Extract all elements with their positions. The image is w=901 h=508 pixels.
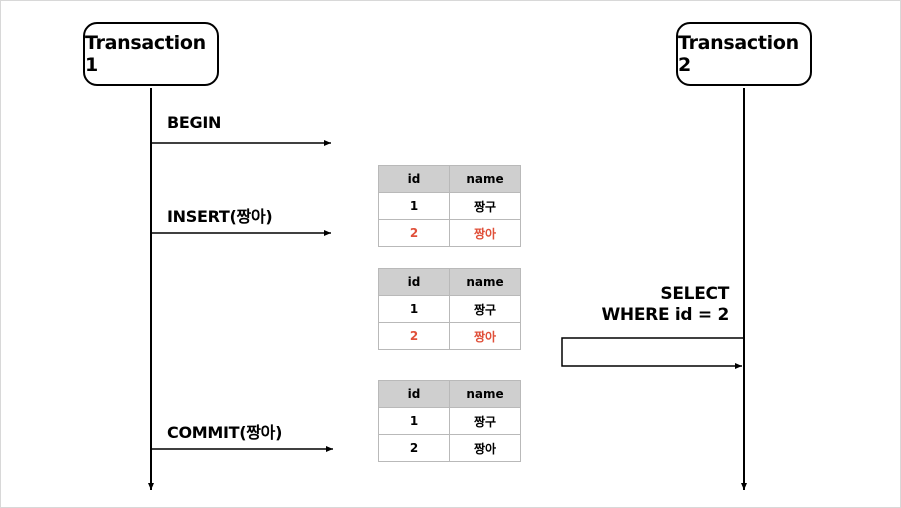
table-header-row: id name: [378, 268, 521, 296]
cell-name: 짱아: [449, 219, 521, 247]
column-header-id: id: [378, 380, 450, 408]
table-row-uncommitted: 2 짱아: [378, 322, 521, 350]
cell-id: 2: [378, 322, 450, 350]
cell-id: 1: [378, 295, 450, 323]
column-header-id: id: [378, 268, 450, 296]
table-row: 1 짱구: [378, 192, 521, 220]
cell-name: 짱아: [449, 322, 521, 350]
table-row: 1 짱구: [378, 407, 521, 435]
select-label-line1: SELECT: [660, 284, 729, 304]
column-header-name: name: [449, 380, 521, 408]
cell-id: 2: [378, 219, 450, 247]
cell-name: 짱구: [449, 295, 521, 323]
select-loop-arrow: [561, 337, 744, 369]
column-header-id: id: [378, 165, 450, 193]
insert-label: INSERT(짱아): [167, 207, 273, 226]
cell-name: 짱구: [449, 192, 521, 220]
commit-label: COMMIT(짱아): [167, 423, 283, 442]
table-row-uncommitted: 2 짱아: [378, 219, 521, 247]
column-header-name: name: [449, 165, 521, 193]
transaction-1-label: Transaction 1: [85, 32, 206, 76]
cell-id: 1: [378, 192, 450, 220]
select-label: SELECT WHERE id = 2: [600, 284, 729, 326]
select-label-line2: WHERE id = 2: [601, 305, 729, 325]
transaction-1-box: Transaction 1: [83, 22, 219, 86]
table-row: 2 짱아: [378, 434, 521, 462]
cell-name: 짱아: [449, 434, 521, 462]
table-row: 1 짱구: [378, 295, 521, 323]
cell-id: 1: [378, 407, 450, 435]
table-after-insert: id name 1 짱구 2 짱아: [378, 165, 521, 247]
cell-name: 짱구: [449, 407, 521, 435]
table-header-row: id name: [378, 165, 521, 193]
begin-label: BEGIN: [167, 113, 222, 132]
table-header-row: id name: [378, 380, 521, 408]
transaction-2-box: Transaction 2: [676, 22, 812, 86]
table-during-select: id name 1 짱구 2 짱아: [378, 268, 521, 350]
cell-id: 2: [378, 434, 450, 462]
transaction-2-label: Transaction 2: [678, 32, 799, 76]
column-header-name: name: [449, 268, 521, 296]
table-after-commit: id name 1 짱구 2 짱아: [378, 380, 521, 462]
